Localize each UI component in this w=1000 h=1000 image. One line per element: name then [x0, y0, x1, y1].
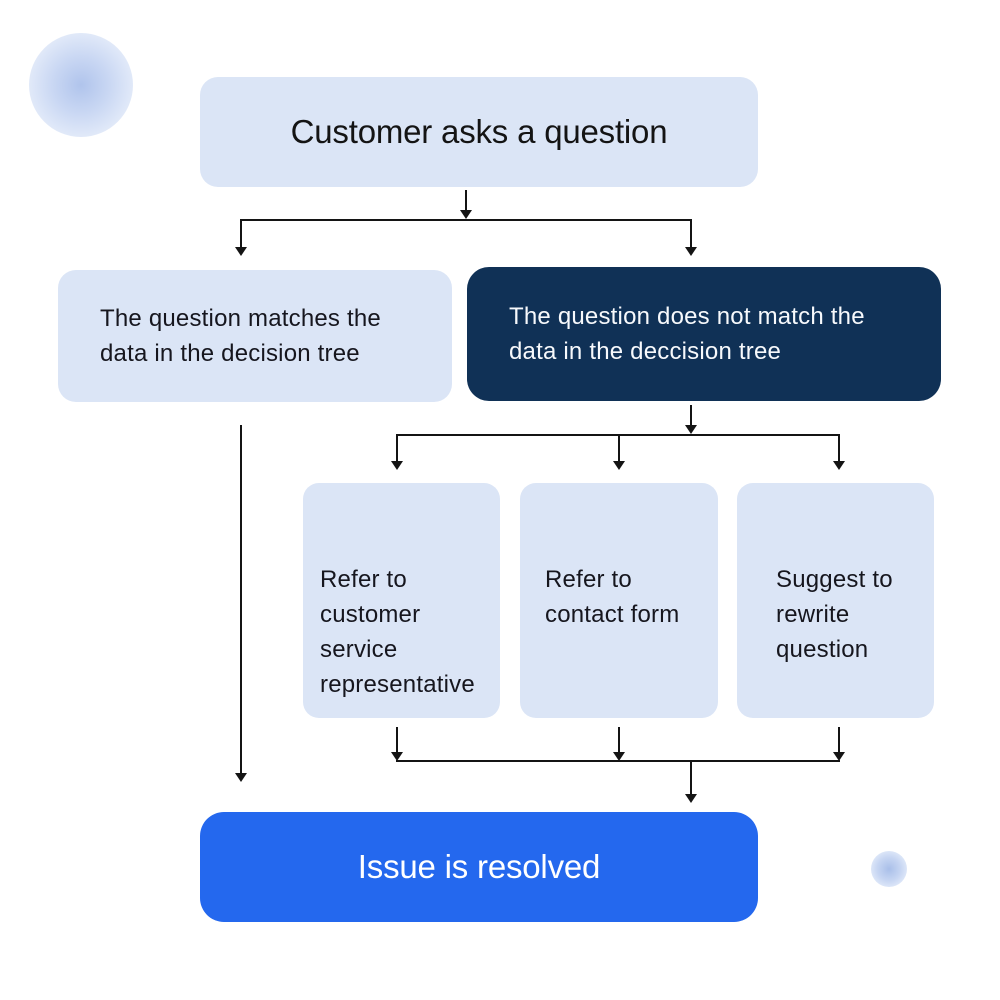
node-question-matches-label: The question matches the data in the dec… — [100, 305, 381, 367]
arrowhead-to-contact-form — [613, 461, 625, 470]
connector-level1-rail — [240, 219, 692, 221]
arrowhead-to-no-match — [685, 247, 697, 256]
arrowhead-to-match — [235, 247, 247, 256]
connector-start-stub — [465, 190, 467, 210]
arrowhead-start-stub — [460, 210, 472, 219]
decorative-blob-bottom-right — [871, 851, 907, 887]
connector-to-representative — [396, 434, 398, 461]
node-refer-to-contact-form: Refer to contact form — [520, 483, 718, 718]
arrowhead-rewrite-down — [833, 752, 845, 761]
decorative-blob-top-left — [29, 33, 133, 137]
arrowhead-to-resolved — [685, 794, 697, 803]
connector-no-match-stub — [690, 405, 692, 425]
node-issue-resolved-label: Issue is resolved — [357, 848, 601, 885]
node-refer-to-contact-form-label: Refer to contact form — [545, 566, 680, 628]
connector-match-to-resolved — [240, 425, 242, 773]
connector-level3-rail — [396, 760, 840, 762]
node-refer-to-representative: Refer to customer service representative — [303, 483, 500, 718]
node-suggest-rewrite-label: Suggest to rewrite question — [776, 566, 893, 663]
arrowhead-representative-down — [391, 752, 403, 761]
connector-to-match — [240, 219, 242, 247]
connector-to-no-match — [690, 219, 692, 247]
node-suggest-rewrite: Suggest to rewrite question — [737, 483, 934, 718]
connector-rewrite-down — [838, 727, 840, 752]
node-question-does-not-match-label: The question does not match the data in … — [509, 303, 865, 365]
connector-to-resolved — [690, 760, 692, 794]
arrowhead-contact-form-down — [613, 752, 625, 761]
connector-contact-form-down — [618, 727, 620, 752]
arrowhead-match-to-resolved — [235, 773, 247, 782]
arrowhead-to-rewrite — [833, 461, 845, 470]
connector-representative-down — [396, 727, 398, 752]
node-issue-resolved: Issue is resolved — [200, 812, 758, 922]
connector-to-rewrite — [838, 434, 840, 461]
node-customer-asks-question: Customer asks a question — [200, 77, 758, 187]
arrowhead-no-match-stub — [685, 425, 697, 434]
connector-to-contact-form — [618, 434, 620, 461]
node-question-does-not-match: The question does not match the data in … — [467, 267, 941, 401]
arrowhead-to-representative — [391, 461, 403, 470]
node-refer-to-representative-label: Refer to customer service representative — [320, 566, 475, 698]
node-customer-asks-question-label: Customer asks a question — [290, 113, 668, 150]
node-question-matches: The question matches the data in the dec… — [58, 270, 452, 402]
